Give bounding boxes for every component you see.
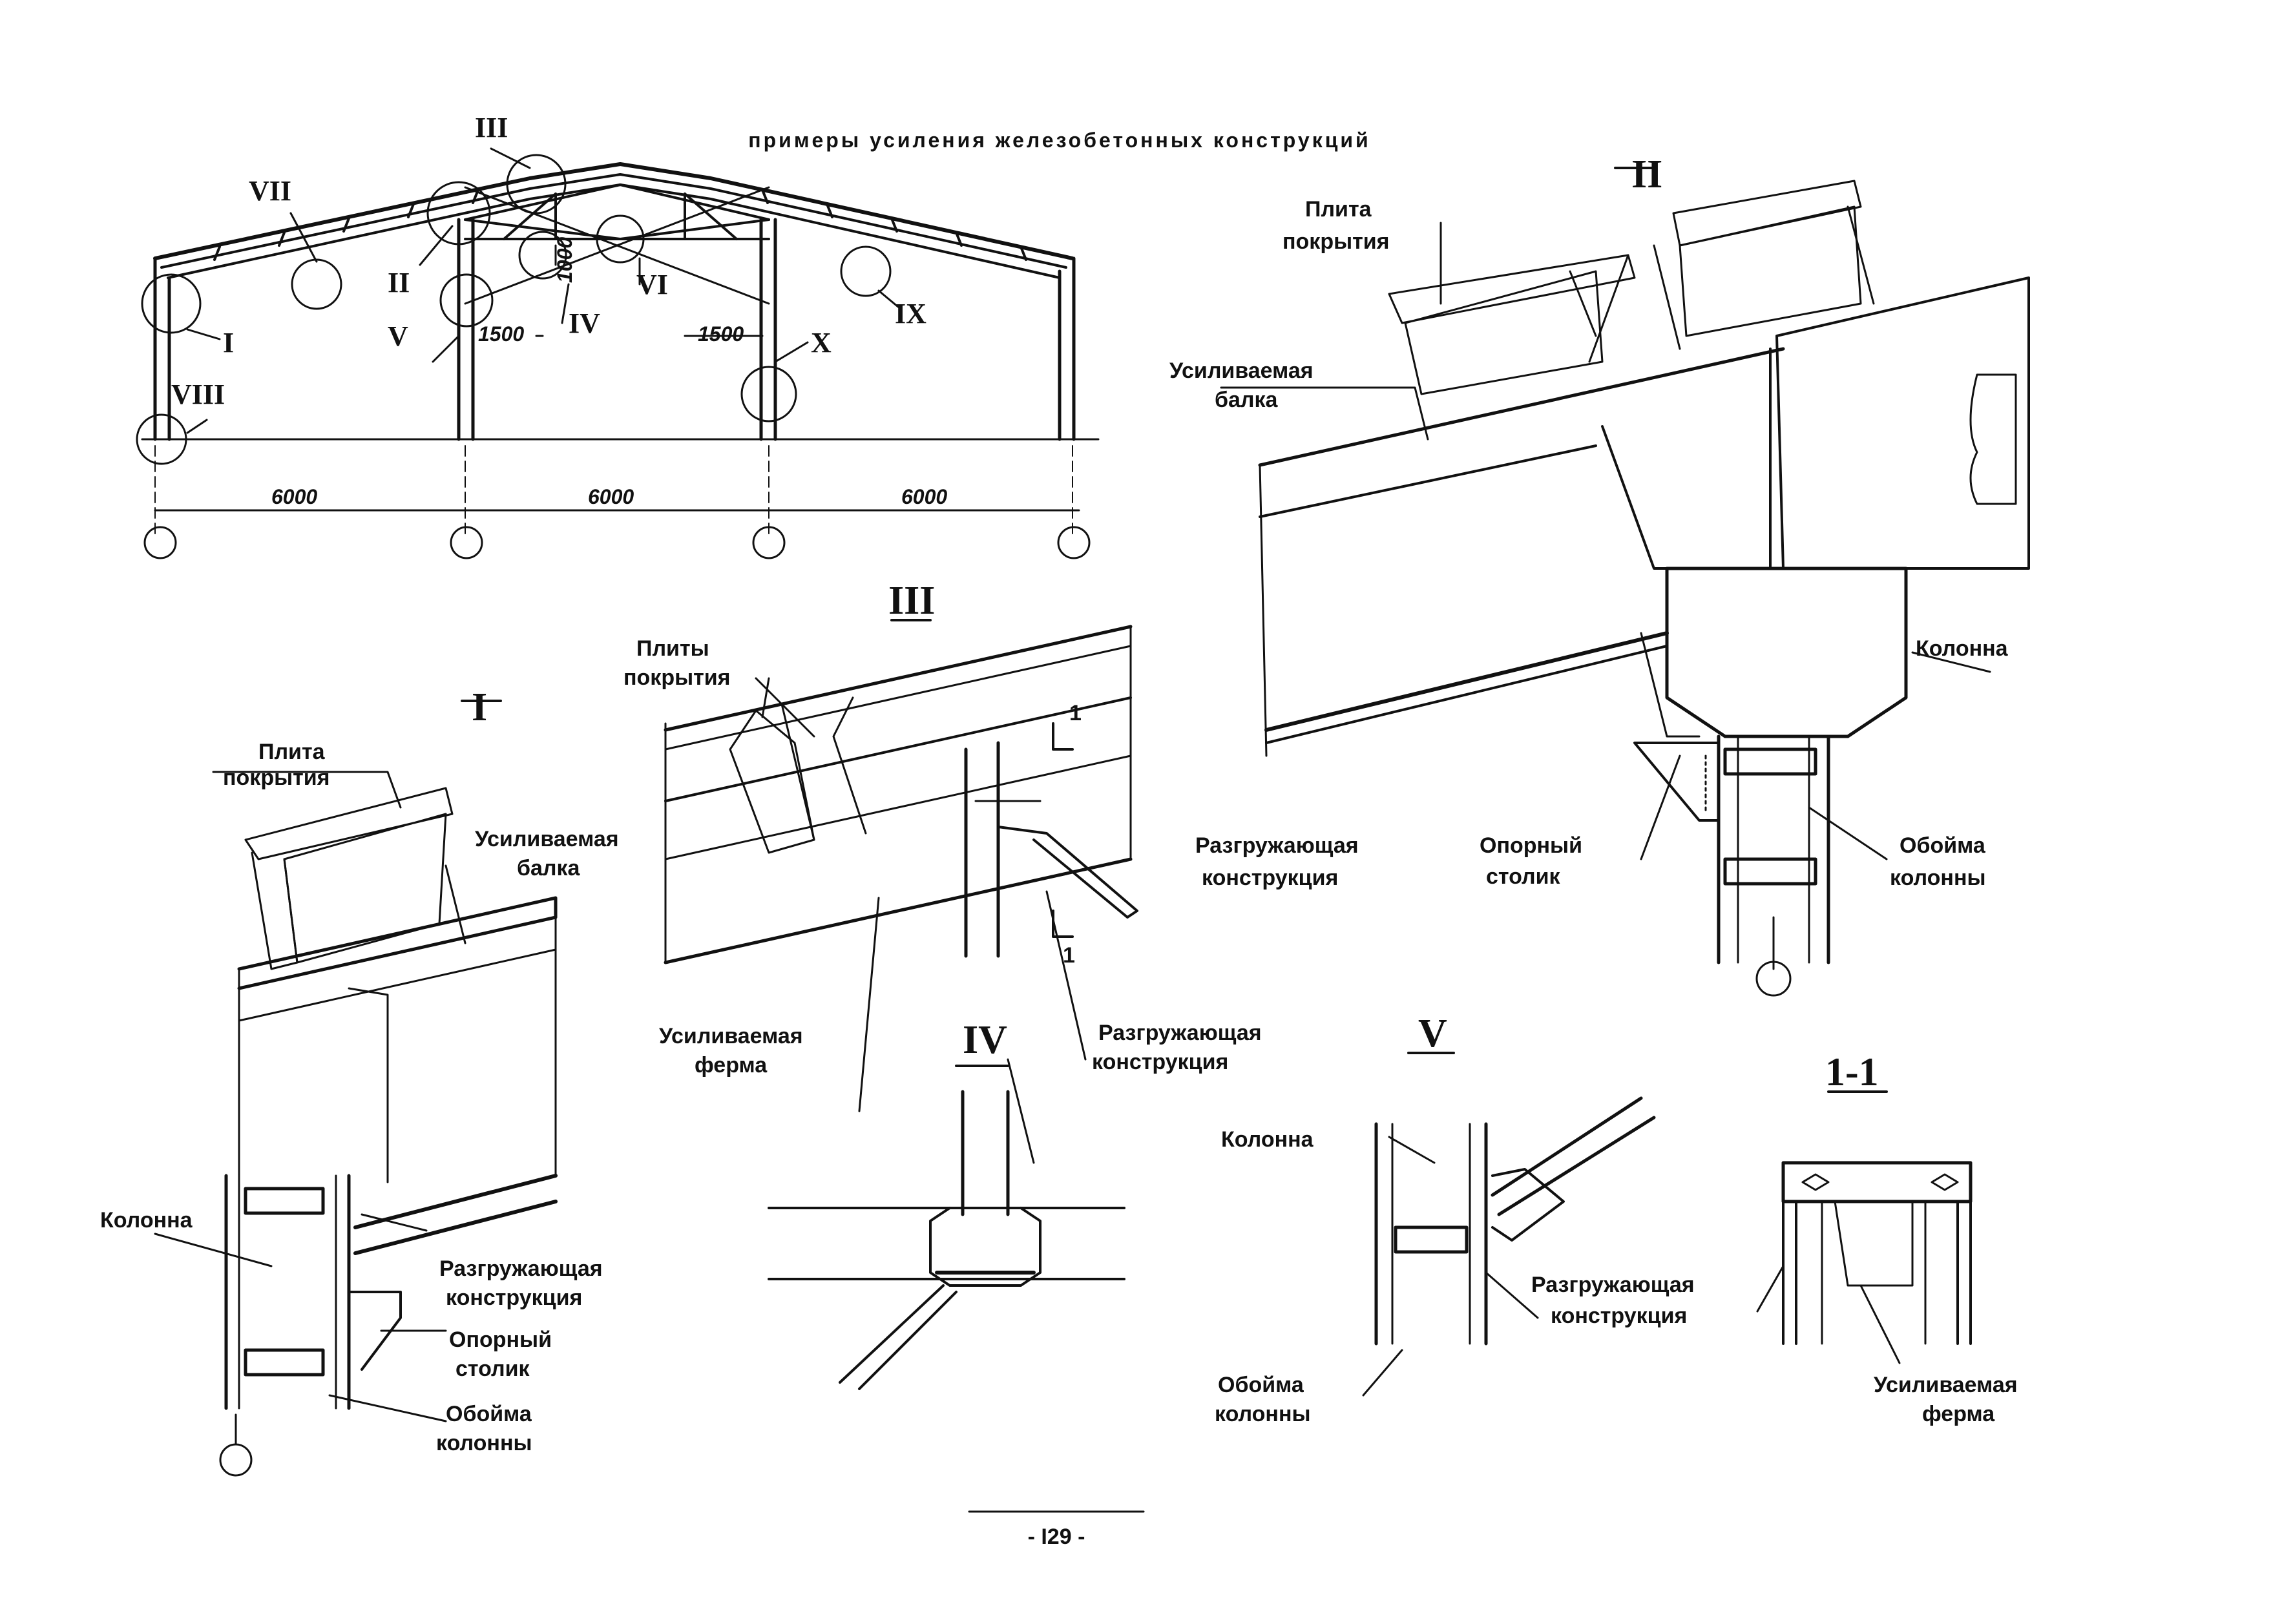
- callout-V: V: [388, 320, 408, 352]
- frame-callout-labels: III VII II V IV VI I VIII IX X 1500 1500…: [171, 112, 947, 508]
- detail-V-column: Колонна: [1221, 1127, 1314, 1152]
- callout-III: III: [475, 112, 508, 143]
- detail-V-jacket-line1: Обойма: [1218, 1373, 1304, 1397]
- section-1-1-truss-line2: ферма: [1922, 1402, 1995, 1426]
- detail-II-jacket-line1: Обойма: [1900, 833, 1986, 858]
- section-1-1-labels: 1-1 Усиливаемая ферма: [1825, 1050, 2018, 1426]
- detail-II-labels: II Плита покрытия Усиливаемая балка Коло…: [1169, 152, 2009, 890]
- detail-I-unloading-line2: конструкция: [446, 1286, 582, 1310]
- detail-IV-labels: IV: [963, 1018, 1007, 1062]
- section-1-1-drawing: [1756, 1090, 1973, 1364]
- section-1-1-truss-line1: Усиливаемая: [1874, 1373, 2018, 1397]
- dim-1500-right: 1500: [698, 322, 744, 346]
- callout-VII: VII: [249, 175, 291, 207]
- callout-II: II: [388, 267, 410, 298]
- detail-III-plates-line2: покрытия: [623, 665, 731, 690]
- detail-I-beam-line2: балка: [517, 856, 581, 880]
- dim-1000: 1000: [553, 237, 576, 283]
- detail-V-labels: V Колонна Разгружающая конструкция Обойм…: [1215, 1012, 1695, 1426]
- detail-I-support-line1: Опорный: [449, 1327, 552, 1352]
- detail-I-beam-line1: Усиливаемая: [475, 827, 619, 851]
- detail-III-truss-line1: Усиливаемая: [659, 1024, 803, 1048]
- detail-III-unloading-line1: Разгружающая: [1098, 1021, 1262, 1045]
- detail-III-cut-mark-top: 1: [1069, 701, 1082, 725]
- callout-VI: VI: [636, 269, 668, 300]
- callout-IV: IV: [569, 307, 600, 339]
- detail-I-plate-line2: покрытия: [223, 765, 330, 790]
- callout-IX: IX: [895, 298, 926, 329]
- detail-II-drawing: [1220, 167, 2030, 997]
- detail-I-support-line2: столик: [455, 1357, 530, 1381]
- detail-III-unloading-line2: конструкция: [1092, 1050, 1228, 1074]
- detail-V-jacket-line2: колонны: [1215, 1402, 1311, 1426]
- detail-II-plate-line2: покрытия: [1282, 229, 1390, 254]
- detail-III-truss-line2: ферма: [695, 1053, 768, 1077]
- detail-IV-drawing: [768, 1065, 1125, 1390]
- detail-III-plates-line1: Плиты: [636, 636, 709, 661]
- detail-I-drawing: [154, 700, 558, 1477]
- detail-II-beam-line2: балка: [1215, 388, 1279, 412]
- detail-II-support-line1: Опорный: [1480, 833, 1582, 858]
- detail-III-cut-mark-bottom: 1: [1063, 943, 1075, 968]
- detail-IV-title: IV: [963, 1018, 1007, 1062]
- page-number: - I29 -: [1028, 1525, 1085, 1549]
- detail-I-plate-line1: Плита: [258, 740, 326, 764]
- detail-III-drawing: [664, 619, 1138, 1164]
- sheet-header: примеры усиления железобетонных конструк…: [748, 129, 1370, 152]
- detail-II-unloading-line2: конструкция: [1202, 866, 1338, 890]
- detail-I-jacket-line1: Обойма: [446, 1402, 532, 1426]
- dim-span-1: 6000: [271, 485, 317, 508]
- detail-III-title: III: [888, 579, 935, 623]
- detail-I-jacket-line2: колонны: [436, 1431, 532, 1455]
- dim-1500-left: 1500: [478, 322, 524, 346]
- detail-II-jacket-line2: колонны: [1890, 866, 1986, 890]
- callout-X: X: [811, 327, 832, 359]
- detail-III-labels: III Плиты покрытия 1 1 Усиливаемая ферма…: [623, 579, 1262, 1077]
- detail-II-beam-line1: Усиливаемая: [1169, 359, 1314, 383]
- detail-V-title: V: [1418, 1012, 1447, 1056]
- dim-span-3: 6000: [901, 485, 947, 508]
- callout-VIII: VIII: [171, 379, 225, 410]
- section-1-1-title: 1-1: [1825, 1050, 1879, 1094]
- dim-span-2: 6000: [588, 485, 634, 508]
- detail-II-title: II: [1631, 152, 1662, 196]
- detail-V-unloading-line1: Разгружающая: [1531, 1273, 1695, 1297]
- detail-II-plate-line1: Плита: [1305, 197, 1372, 222]
- detail-II-support-line2: столик: [1486, 864, 1561, 889]
- detail-V-drawing: [1362, 1052, 1656, 1397]
- detail-II-unloading-line1: Разгружающая: [1195, 833, 1359, 858]
- callout-I: I: [223, 327, 234, 359]
- detail-I-title: I: [472, 685, 487, 729]
- detail-I-unloading-line1: Разгружающая: [439, 1256, 603, 1281]
- detail-I-column: Колонна: [100, 1208, 193, 1233]
- detail-I-labels: I Плита покрытия Усиливаемая балка Колон…: [100, 685, 619, 1455]
- detail-V-unloading-line2: конструкция: [1551, 1304, 1687, 1328]
- detail-II-column: Колонна: [1916, 636, 2009, 661]
- frame-elevation: [136, 147, 1100, 559]
